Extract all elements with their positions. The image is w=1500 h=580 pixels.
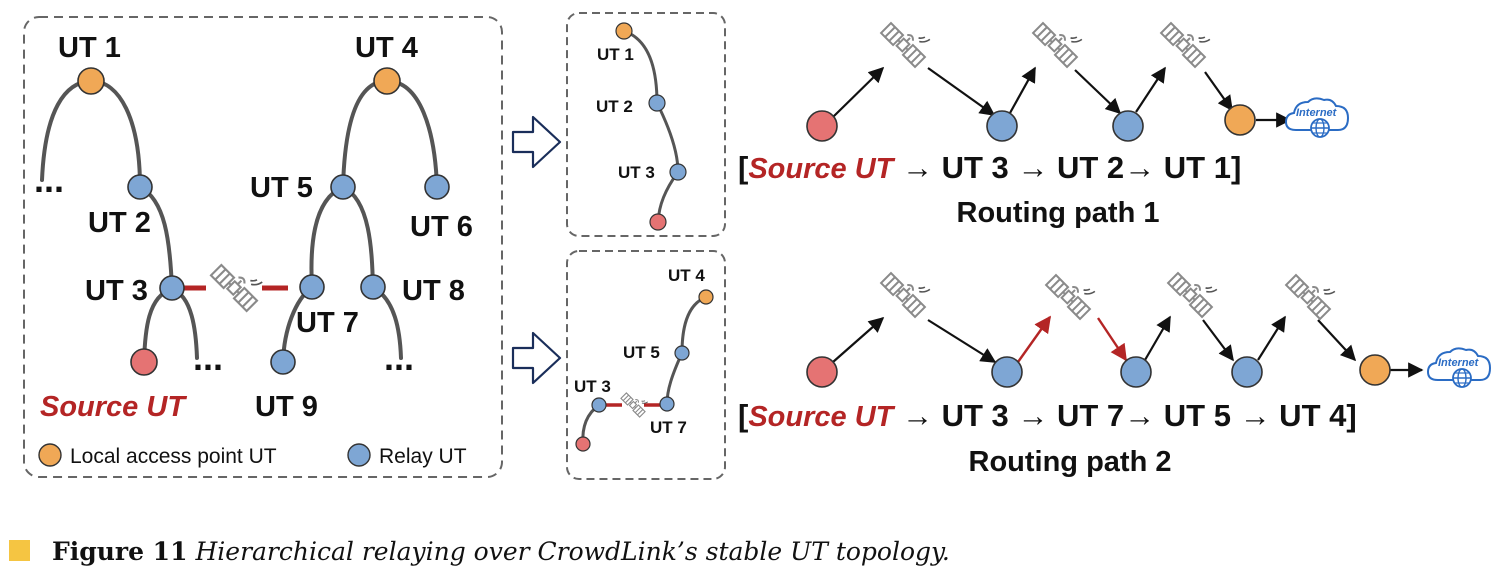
mini-label-ut7: UT 7 xyxy=(650,418,687,437)
mini-node-ut5 xyxy=(674,345,690,361)
arrow-to-top-panel xyxy=(511,115,562,169)
satellite-icon xyxy=(1045,262,1103,320)
path2-node-ut5 xyxy=(1231,356,1263,388)
caption-marker xyxy=(9,540,30,561)
mini-label-ut4: UT 4 xyxy=(668,266,705,285)
path2-node-ut7 xyxy=(1120,356,1152,388)
path1-node-ut1 xyxy=(1224,104,1256,136)
path2-rest: → UT 3 → UT 7→ UT 5 → UT 4] xyxy=(893,398,1356,433)
node-ut1 xyxy=(77,67,105,95)
legend-access-marker xyxy=(38,443,62,467)
subpanel-bottom-satellite-link xyxy=(604,386,662,418)
ellipsis-ut8-branch: ... xyxy=(384,337,414,378)
path2-title: Routing path 2 xyxy=(969,446,1172,478)
label-ut4: UT 4 xyxy=(355,32,418,64)
node-ut3 xyxy=(159,275,185,301)
routing-path-2: Internet [Source UT → UT 3 → UT 7→ UT 5 … xyxy=(738,260,1491,478)
mini-label-ut3: UT 3 xyxy=(618,163,655,182)
routing-path-1: Internet [Source UT → UT 3 → UT 2→ UT 1]… xyxy=(738,10,1349,229)
label-ut2: UT 2 xyxy=(88,207,151,239)
legend: Local access point UT Relay UT xyxy=(38,443,467,468)
mini-node-ut2 xyxy=(648,94,666,112)
path1-node-ut2 xyxy=(1112,110,1144,142)
mini-satellite-icon xyxy=(620,386,652,418)
satellite-icon xyxy=(880,260,938,318)
subpanel-top xyxy=(566,12,726,237)
path1-source: Source UT xyxy=(748,153,895,185)
label-ut9: UT 9 xyxy=(255,391,318,423)
arrow-to-bottom-panel xyxy=(511,331,562,385)
node-ut5 xyxy=(330,174,356,200)
label-ut7: UT 7 xyxy=(296,307,359,339)
topology-nodes xyxy=(77,67,450,376)
internet-label: Internet xyxy=(1438,357,1480,369)
subpanel-bottom xyxy=(566,250,726,480)
node-ut8 xyxy=(360,274,386,300)
legend-relay-marker xyxy=(347,443,371,467)
node-ut6 xyxy=(424,174,450,200)
label-ut1: UT 1 xyxy=(58,32,121,64)
subpanel-top-nodes xyxy=(615,22,687,231)
path1-node-ut3 xyxy=(986,110,1018,142)
path2-source: Source UT xyxy=(748,401,895,433)
satellite-icon xyxy=(1285,262,1343,320)
node-ut7 xyxy=(299,274,325,300)
internet-label: Internet xyxy=(1296,107,1338,119)
mini-label-ut5: UT 5 xyxy=(623,343,660,362)
node-source xyxy=(130,348,158,376)
ellipsis-left: ... xyxy=(34,159,64,200)
subpanel-bottom-edges xyxy=(581,295,707,445)
satellite-icon xyxy=(880,10,938,68)
path2-node-ut3 xyxy=(991,356,1023,388)
topology-panel xyxy=(23,16,503,478)
label-ut5: UT 5 xyxy=(250,172,313,204)
node-ut9 xyxy=(270,349,296,375)
topology-labels: UT 1 UT 4 UT 2 UT 5 UT 6 UT 3 UT 7 UT 8 … xyxy=(34,32,473,423)
mini-node-ut1 xyxy=(615,22,633,40)
legend-access-label: Local access point UT xyxy=(70,445,277,468)
node-ut4 xyxy=(373,67,401,95)
topology-satellite-link xyxy=(184,252,288,313)
legend-relay-label: Relay UT xyxy=(379,445,467,468)
label-ut3: UT 3 xyxy=(85,275,148,307)
satellite-icon xyxy=(1167,260,1225,318)
path1-rest: → UT 3 → UT 2→ UT 1] xyxy=(893,150,1241,185)
mini-node-ut3 xyxy=(669,163,687,181)
label-source-ut: Source UT xyxy=(40,391,187,423)
satellite-icon xyxy=(209,252,270,313)
caption-body: Hierarchical relaying over CrowdLink’s s… xyxy=(194,537,949,566)
path1-title: Routing path 1 xyxy=(957,197,1160,229)
path1-sequence: [Source UT → UT 3 → UT 2→ UT 1] xyxy=(738,150,1241,185)
path1-node-source xyxy=(806,110,838,142)
path1-bracket: [ xyxy=(738,150,748,185)
mini-label-ut2: UT 2 xyxy=(596,97,633,116)
ellipsis-ut3-branch: ... xyxy=(193,337,223,378)
node-ut2 xyxy=(127,174,153,200)
label-ut8: UT 8 xyxy=(402,275,465,307)
mini-node-ut3 xyxy=(591,397,607,413)
path2-node-source xyxy=(806,356,838,388)
subpanel-bottom-nodes xyxy=(575,289,714,452)
path2-sequence: [Source UT → UT 3 → UT 7→ UT 5 → UT 4] xyxy=(738,398,1357,433)
mini-node-source xyxy=(649,213,667,231)
mini-label-ut3: UT 3 xyxy=(574,377,611,396)
satellite-icon xyxy=(1160,10,1218,68)
label-ut6: UT 6 xyxy=(410,211,473,243)
satellite-icon xyxy=(1032,10,1090,68)
mini-label-ut1: UT 1 xyxy=(597,45,634,64)
caption-label: Figure 11 xyxy=(52,537,187,566)
path2-bracket: [ xyxy=(738,398,748,433)
mini-node-ut7 xyxy=(659,396,675,412)
path2-node-ut4 xyxy=(1359,354,1391,386)
mini-node-ut4 xyxy=(698,289,714,305)
mini-node-source xyxy=(575,436,591,452)
